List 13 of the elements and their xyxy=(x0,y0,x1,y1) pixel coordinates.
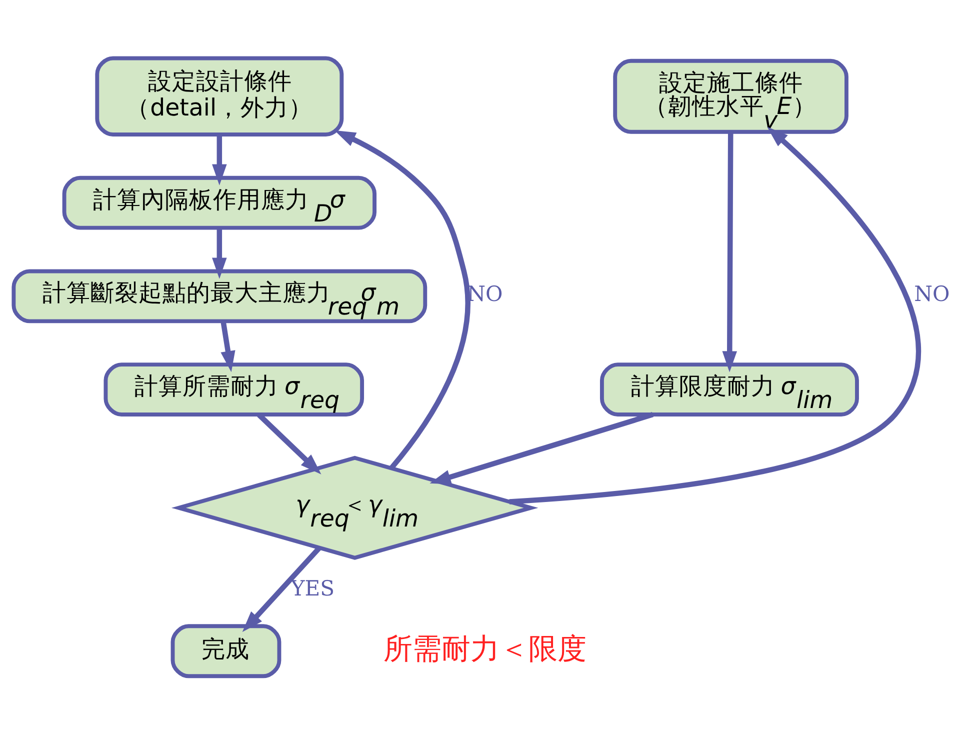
edge-label: NO xyxy=(914,281,950,306)
arrow xyxy=(212,134,227,186)
arrow xyxy=(509,126,921,504)
label: 所需耐力＜限度 xyxy=(383,631,586,666)
edge-label: YES xyxy=(290,576,335,601)
arrow xyxy=(242,546,322,632)
node-box: 設定設計條件 （detail，外力） xyxy=(95,56,344,136)
arrow xyxy=(220,320,236,372)
arrow xyxy=(722,132,738,372)
arrow xyxy=(334,130,470,470)
arrow xyxy=(430,412,654,484)
node-box: 完成 xyxy=(170,624,282,678)
arrow xyxy=(212,228,227,279)
